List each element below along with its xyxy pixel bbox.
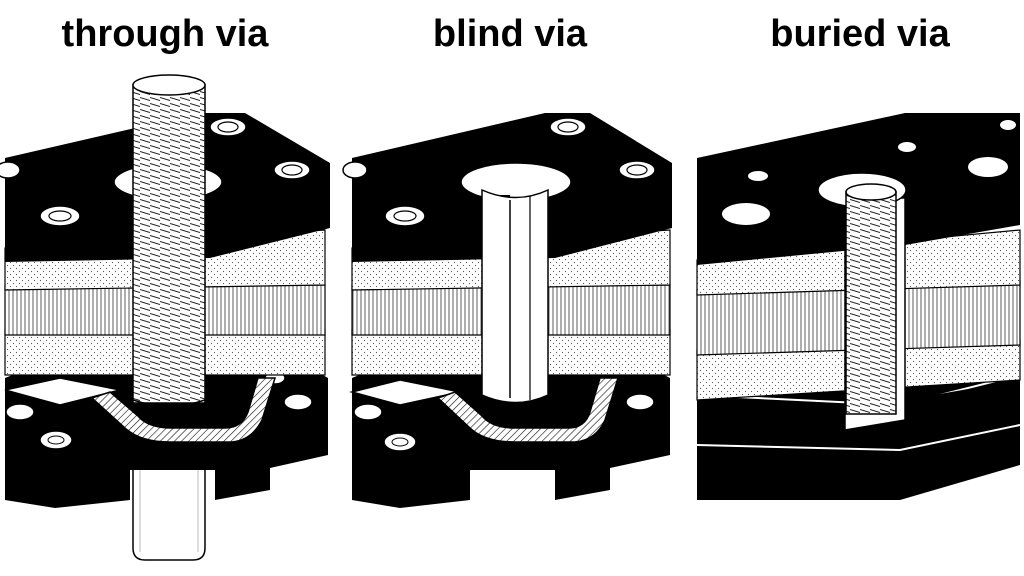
pad-icon [0,161,21,179]
pad-icon [384,205,426,227]
pad-icon [549,117,587,137]
pad-icon [342,161,368,179]
buried-via-barrel [845,191,897,415]
pad-icon [5,403,35,421]
blind-via-panel [342,113,672,508]
blind-via-top-annular-ring [460,162,572,202]
pad-icon [39,205,81,227]
pad-icon [273,160,311,180]
through-via-cup [90,377,277,443]
hole-icon [968,157,1008,177]
pad-icon [209,117,247,137]
through-via-barrel [132,84,206,404]
through-via-title: through via [61,13,269,55]
pad-icon [618,160,656,180]
hole-icon [748,171,768,181]
through-via-lower-pin [132,467,206,561]
pad-icon [283,393,313,411]
buried-via-title: buried via [770,13,950,55]
hole-icon [898,142,916,152]
blind-via-hollow-barrel [481,188,549,404]
pad-icon [353,403,383,421]
blind-via-title: blind via [432,13,588,55]
pad-icon [625,393,655,411]
through-via-panel [0,74,330,561]
hole-icon [1000,120,1016,130]
buried-via-panel [696,113,1021,500]
hole-icon [722,203,770,225]
pad-icon [383,432,417,452]
pad-icon [39,430,73,450]
blind-via-cup [436,377,620,443]
